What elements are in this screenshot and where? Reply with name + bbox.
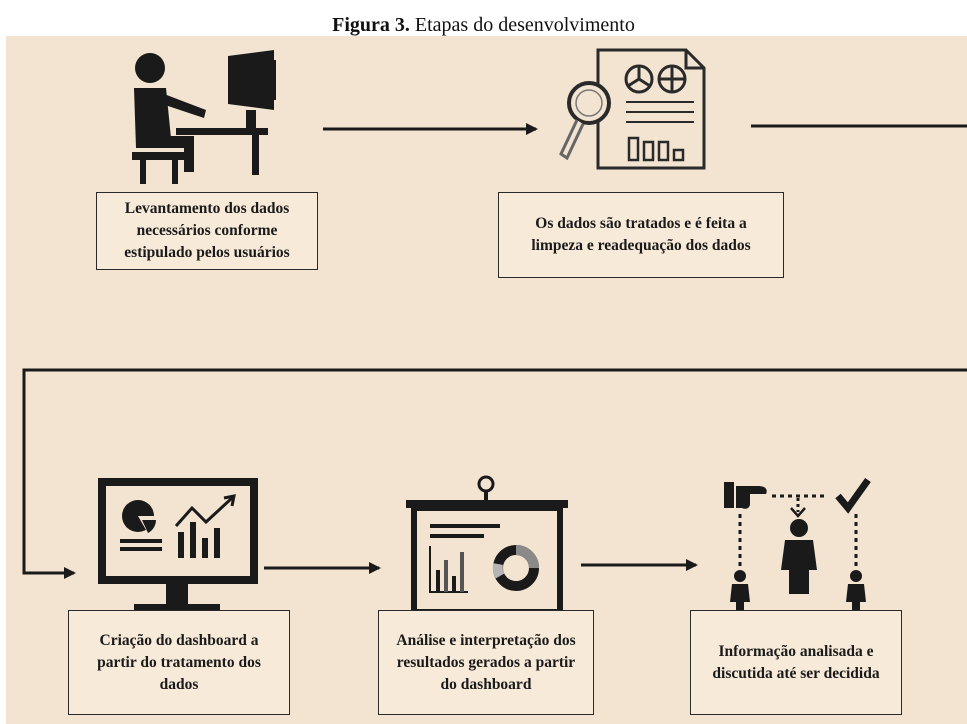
document-magnifier-icon xyxy=(559,48,706,170)
monitor-dashboard-icon xyxy=(98,478,258,612)
step-4-text: Análise e interpretação dos resultados g… xyxy=(396,631,576,693)
figure-caption: Figura 3. Etapas do desenvolvimento xyxy=(0,14,967,36)
step-4-box: Análise e interpretação dos resultados g… xyxy=(378,610,594,715)
step-5-text: Informação analisada e discutida até ser… xyxy=(712,642,880,682)
presentation-board-icon xyxy=(406,475,568,616)
step-2-text: Os dados são tratados e é feita a limpez… xyxy=(531,215,751,254)
caption-label: Figura 3. xyxy=(332,14,410,36)
diagram-panel: Levantamento dos dados necessários confo… xyxy=(6,36,967,724)
step-3-text: Criação do dashboard a partir do tratame… xyxy=(97,631,261,693)
flow-connectors xyxy=(22,123,967,579)
step-3-box: Criação do dashboard a partir do tratame… xyxy=(68,610,290,715)
step-1-text: Levantamento dos dados necessários confo… xyxy=(124,200,290,261)
caption-text: Etapas do desenvolvimento xyxy=(414,14,635,36)
person-at-computer-icon xyxy=(132,50,276,184)
decision-people-icon xyxy=(724,477,871,616)
diagram-art xyxy=(22,48,967,616)
step-2-box: Os dados são tratados e é feita a limpez… xyxy=(498,192,784,278)
step-1-box: Levantamento dos dados necessários confo… xyxy=(96,192,318,270)
connector-step2-to-step3 xyxy=(22,124,967,579)
step-5-box: Informação analisada e discutida até ser… xyxy=(690,610,902,715)
